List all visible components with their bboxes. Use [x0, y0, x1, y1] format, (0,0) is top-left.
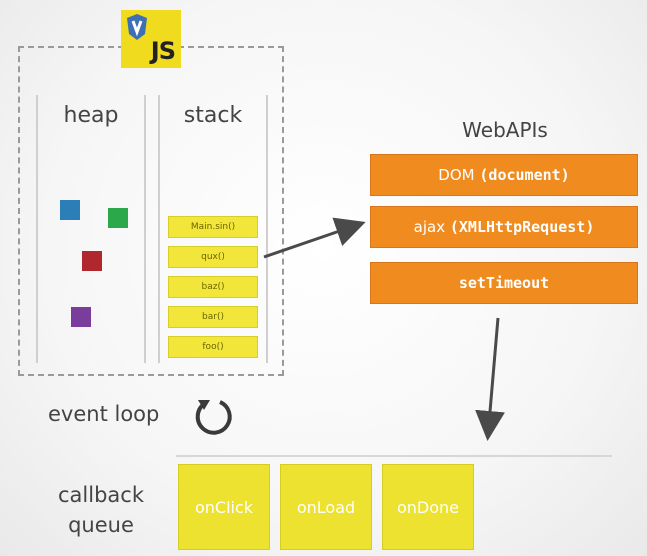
callback-item: onLoad	[280, 464, 372, 550]
js-logo-text: JS	[150, 37, 176, 65]
webapi-code: (XMLHttpRequest)	[449, 218, 595, 236]
webapi-label: ajax	[413, 218, 446, 236]
webapi-code: (document)	[479, 166, 570, 184]
webapi-ajax: ajax (XMLHttpRequest)	[370, 206, 638, 248]
webapi-to-queue-arrow	[475, 317, 505, 441]
stack-frame: Main.sin()	[168, 216, 258, 238]
stack-frame: qux()	[168, 246, 258, 268]
event-loop-label: event loop	[48, 402, 160, 426]
callback-queue-label-line2: queue	[68, 513, 134, 537]
callback-queue-label-line1: callback	[58, 483, 144, 507]
stack-frame: foo()	[168, 336, 258, 358]
heap-title: heap	[63, 103, 119, 128]
webapi-dom: DOM (document)	[370, 154, 638, 196]
stack-title: stack	[183, 103, 243, 128]
callback-queue-label: callback queue	[46, 480, 156, 540]
webapis-title: WebAPIs	[462, 118, 548, 142]
stack-frame: bar()	[168, 306, 258, 328]
v8-shield-icon	[127, 14, 147, 40]
webapi-code: setTimeout	[458, 274, 550, 292]
callback-queue-divider	[176, 455, 612, 457]
webapi-settimeout: setTimeout	[370, 262, 638, 304]
webapi-label: DOM	[438, 166, 475, 184]
stack-frame: baz()	[168, 276, 258, 298]
js-logo: JS	[121, 10, 181, 68]
stack-to-webapi-arrow	[263, 217, 366, 259]
heap-panel: heap	[36, 95, 146, 363]
heap-object	[82, 251, 102, 271]
callback-item: onDone	[382, 464, 474, 550]
heap-object	[108, 208, 128, 228]
callback-item: onClick	[178, 464, 270, 550]
event-loop-cycle-icon	[195, 400, 232, 435]
stack-panel: stack	[158, 95, 268, 363]
heap-object	[71, 307, 91, 327]
heap-object	[60, 200, 80, 220]
